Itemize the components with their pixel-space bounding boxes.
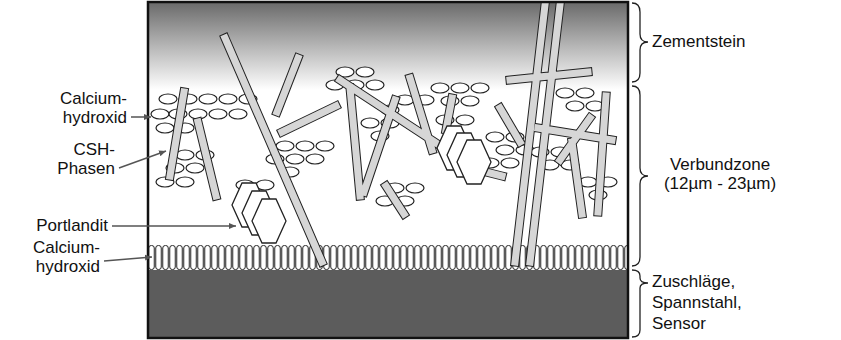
hydroxide-layer (148, 245, 628, 270)
frame (148, 2, 628, 338)
csh-ellipses-part (156, 123, 174, 133)
csh-ellipses-part (451, 83, 469, 93)
leader-lines-part (131, 116, 151, 118)
csh-ellipses-part (276, 141, 294, 151)
part-label: Portlandit (4, 216, 108, 235)
csh-ellipses-part (229, 109, 247, 119)
leader-lines (104, 117, 236, 261)
braces (632, 3, 648, 337)
region-label: Zuschläge, Spannstahl, Sensor (652, 271, 772, 334)
part-label: Calcium- hydroxid (4, 238, 100, 276)
csh-ellipses-part (486, 132, 504, 142)
csh-ellipses-part (316, 141, 334, 151)
csh-rods-part (170, 5, 612, 262)
csh-rods (170, 5, 612, 262)
csh-ellipses-part (501, 158, 519, 168)
csh-rods-part (170, 5, 612, 262)
csh-ellipses-part (186, 163, 204, 173)
csh-ellipses-part (209, 109, 227, 119)
background (148, 2, 628, 338)
region-label: Verbundzone (12µm - 23µm) (645, 155, 795, 193)
csh-ellipses-part (366, 80, 384, 90)
portlandite-crystals-part (252, 199, 286, 243)
csh-ellipses-part (456, 115, 474, 125)
csh-ellipses-part (496, 145, 514, 155)
csh-ellipses-part (296, 141, 314, 151)
csh-ellipses-part (159, 94, 177, 104)
csh-ellipses-part (151, 109, 169, 119)
csh-ellipses-part (471, 83, 489, 93)
csh-ellipses-part (431, 83, 449, 93)
csh-ellipses-part (406, 183, 424, 193)
braces-part (632, 270, 648, 337)
csh-ellipses-part (566, 101, 584, 111)
part-label: Calcium- hydroxid (30, 89, 127, 127)
braces-part (632, 3, 648, 82)
region-label: Zementstein (652, 32, 802, 51)
csh-ellipses-part (361, 118, 379, 128)
csh-ellipses-part (286, 154, 304, 164)
leader-lines-part (112, 225, 236, 227)
steel-band (148, 270, 628, 338)
leader-lines-part (119, 151, 166, 168)
portlandite-crystals (232, 126, 491, 243)
braces-part (632, 86, 648, 266)
csh-ellipses-part (461, 96, 479, 106)
csh-ellipses-part (199, 94, 217, 104)
csh-ellipses-part (176, 177, 194, 187)
csh-ellipses-part (219, 94, 237, 104)
csh-ellipses-part (556, 88, 574, 98)
part-label: CSH- Phasen (40, 140, 115, 178)
csh-ellipses-part (176, 150, 194, 160)
csh-ellipses-part (306, 154, 324, 164)
leader-lines-part (104, 257, 152, 261)
csh-ellipses-part (576, 88, 594, 98)
portlandite-crystals-part (457, 140, 491, 184)
csh-ellipses-part (356, 67, 374, 77)
